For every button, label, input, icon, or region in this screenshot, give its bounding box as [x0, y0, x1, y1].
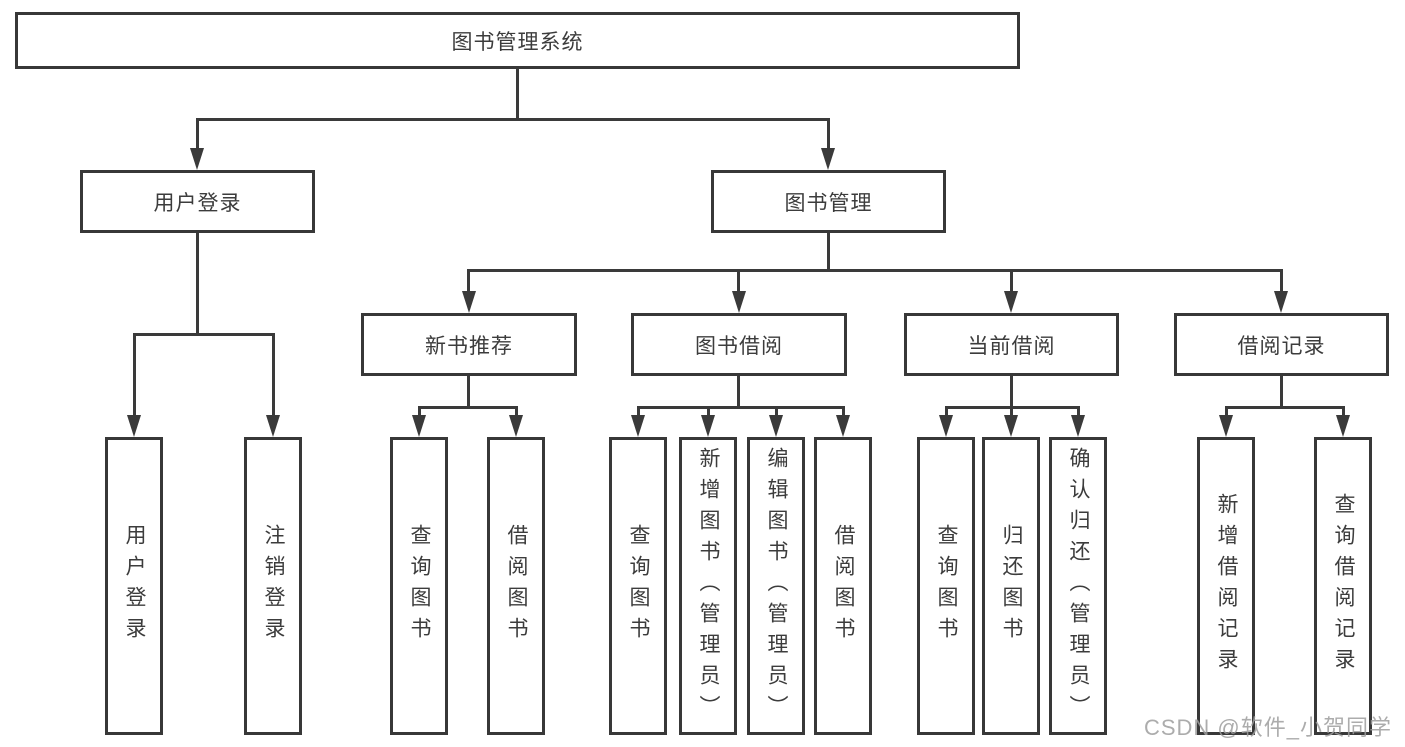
leaf-query-borrow-record: 查询借阅记录 — [1314, 437, 1372, 735]
arrowhead-down-icon — [939, 415, 953, 437]
connector-line — [196, 118, 830, 121]
connector-line — [1010, 406, 1013, 418]
connector-line — [1010, 269, 1013, 294]
connector-line — [1225, 406, 1345, 409]
arrowhead-down-icon — [412, 415, 426, 437]
connector-line — [637, 406, 845, 409]
arrowhead-down-icon — [836, 415, 850, 437]
leaf-return-books: 归还图书 — [982, 437, 1040, 735]
arrowhead-down-icon — [190, 148, 204, 170]
node-root-library-system: 图书管理系统 — [15, 12, 1020, 69]
connector-line — [1010, 376, 1013, 409]
connector-line — [945, 406, 948, 418]
connector-line — [467, 376, 470, 409]
connector-line — [418, 406, 421, 418]
leaf-borrow-books-recommend: 借阅图书 — [487, 437, 545, 735]
arrowhead-down-icon — [1071, 415, 1085, 437]
arrowhead-down-icon — [1004, 415, 1018, 437]
arrowhead-down-icon — [1004, 291, 1018, 313]
arrowhead-down-icon — [266, 415, 280, 437]
node-borrowing-records: 借阅记录 — [1174, 313, 1389, 376]
node-book-management: 图书管理 — [711, 170, 946, 233]
node-new-book-recommend: 新书推荐 — [361, 313, 577, 376]
connector-line — [637, 406, 640, 418]
leaf-query-books-recommend: 查询图书 — [390, 437, 448, 735]
connector-line — [516, 69, 519, 121]
connector-line — [827, 118, 830, 151]
connector-line — [707, 406, 710, 418]
connector-line — [1280, 376, 1283, 409]
leaf-edit-books-admin: 编辑图书（管理员） — [747, 437, 805, 735]
connector-line — [272, 333, 275, 418]
connector-line — [737, 376, 740, 409]
connector-line — [133, 333, 136, 418]
arrowhead-down-icon — [701, 415, 715, 437]
connector-line — [196, 233, 199, 336]
connector-line — [467, 269, 470, 294]
connector-line — [467, 269, 1283, 272]
csdn-watermark: CSDN @软件_小贺同学 — [1143, 715, 1392, 740]
connector-line — [842, 406, 845, 418]
arrowhead-down-icon — [821, 148, 835, 170]
connector-line — [1280, 269, 1283, 294]
leaf-add-books-admin: 新增图书（管理员） — [679, 437, 737, 735]
node-current-borrowing: 当前借阅 — [904, 313, 1119, 376]
connector-line — [775, 406, 778, 418]
arrowhead-down-icon — [462, 291, 476, 313]
leaf-query-books-current: 查询图书 — [917, 437, 975, 735]
connector-line — [418, 406, 518, 409]
leaf-add-borrow-record: 新增借阅记录 — [1197, 437, 1255, 735]
connector-line — [1342, 406, 1345, 418]
leaf-borrow-books: 借阅图书 — [814, 437, 872, 735]
leaf-confirm-return-admin: 确认归还（管理员） — [1049, 437, 1107, 735]
connector-line — [827, 233, 830, 272]
arrowhead-down-icon — [631, 415, 645, 437]
connector-line — [515, 406, 518, 418]
arrowhead-down-icon — [769, 415, 783, 437]
leaf-query-books-borrowing: 查询图书 — [609, 437, 667, 735]
arrowhead-down-icon — [732, 291, 746, 313]
node-book-borrowing: 图书借阅 — [631, 313, 847, 376]
arrowhead-down-icon — [1274, 291, 1288, 313]
arrowhead-down-icon — [1219, 415, 1233, 437]
leaf-user-login: 用户登录 — [105, 437, 163, 735]
node-user-login: 用户登录 — [80, 170, 315, 233]
arrowhead-down-icon — [509, 415, 523, 437]
arrowhead-down-icon — [127, 415, 141, 437]
connector-line — [737, 269, 740, 294]
connector-line — [133, 333, 275, 336]
leaf-logout: 注销登录 — [244, 437, 302, 735]
connector-line — [196, 118, 199, 151]
connector-line — [1077, 406, 1080, 418]
arrowhead-down-icon — [1336, 415, 1350, 437]
connector-line — [1225, 406, 1228, 418]
